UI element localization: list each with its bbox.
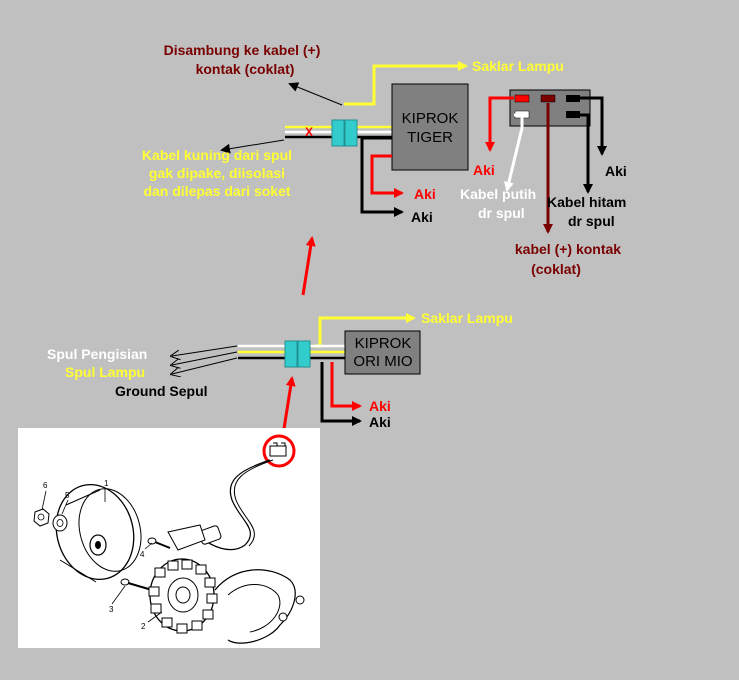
part-number-6: 6 bbox=[43, 481, 48, 490]
stator-drawing bbox=[148, 558, 218, 634]
arrow-spul-lampu bbox=[172, 351, 238, 365]
socket-pin-brown bbox=[540, 94, 556, 103]
wire-yellow-saklar bbox=[344, 61, 468, 106]
socket-pin-red bbox=[514, 94, 530, 103]
kiprok-tiger-line1: KIPROK bbox=[402, 110, 459, 127]
ground-sepul-label: Ground Sepul bbox=[115, 383, 208, 399]
top-section: Disambung ke kabel (+) kontak (coklat) S… bbox=[142, 42, 564, 225]
saklar-label-bottom: Saklar Lampu bbox=[421, 310, 513, 326]
kiprok-tiger-line2: TIGER bbox=[407, 129, 453, 146]
nut-drawing bbox=[33, 508, 50, 527]
part-number-4: 4 bbox=[140, 550, 145, 559]
socket-black-line1: Kabel hitam bbox=[547, 194, 626, 210]
saklar-label-top: Saklar Lampu bbox=[472, 58, 564, 74]
socket-section: Aki Kabel putih dr spul kabel (+) kontak… bbox=[460, 89, 627, 277]
socket-white-line1: Kabel putih bbox=[460, 186, 536, 202]
aki-red-label-top: Aki bbox=[414, 186, 436, 202]
spul-pengisian-label: Spul Pengisian bbox=[47, 346, 147, 362]
wire-black-aki-bottom bbox=[320, 362, 362, 426]
socket-wire-white bbox=[504, 113, 524, 192]
wire-red-aki-top bbox=[370, 154, 404, 198]
plug-highlight-circle bbox=[262, 434, 296, 468]
socket-aki-black-label: Aki bbox=[605, 163, 627, 179]
yellow-note-line2: gak dipake, diisolasi bbox=[149, 165, 285, 181]
stator-cable-outline bbox=[233, 459, 274, 547]
crankcase-inner bbox=[227, 584, 281, 633]
part-number-1: 1 bbox=[104, 479, 109, 488]
kiprok-mio-line1: KIPROK bbox=[355, 335, 412, 352]
aki-black-label-top: Aki bbox=[411, 209, 433, 225]
connector-right-bottom bbox=[297, 340, 311, 368]
plug-icon bbox=[269, 442, 287, 457]
part-number-5: 5 bbox=[65, 491, 70, 500]
connector-right-top bbox=[344, 119, 358, 147]
connect-note-line1: Disambung ke kabel (+) bbox=[164, 42, 321, 58]
screw-drawing bbox=[120, 537, 171, 591]
bottom-section: Saklar Lampu KIPROK ORI MIO Spul Pengisi… bbox=[47, 310, 513, 436]
part-number-3: 3 bbox=[109, 605, 114, 614]
socket-wire-black-spul bbox=[580, 113, 593, 194]
upgrade-arrow bbox=[301, 236, 316, 296]
connect-note-line2: kontak (coklat) bbox=[196, 61, 295, 77]
aki-black-label-bottom: Aki bbox=[369, 414, 391, 430]
aki-red-label-bottom: Aki bbox=[369, 398, 391, 414]
socket-black-line2: dr spul bbox=[568, 213, 615, 229]
flywheel-drawing bbox=[55, 483, 142, 583]
socket-pin-black-1 bbox=[566, 95, 580, 102]
kiprok-tiger-box bbox=[391, 83, 469, 171]
yellow-note-line3: dan dilepas dari soket bbox=[143, 183, 290, 199]
socket-wire-red bbox=[485, 96, 514, 152]
kiprok-mio-box bbox=[344, 330, 421, 375]
parts-drawing: 1 2 3 4 5 6 bbox=[18, 428, 320, 648]
socket-wire-black-aki bbox=[580, 96, 607, 156]
socket-brown-line1: kabel (+) kontak bbox=[515, 241, 621, 257]
connector-left-top bbox=[331, 119, 345, 147]
arrow-spul-pengisian bbox=[172, 345, 238, 356]
part-number-2: 2 bbox=[141, 622, 146, 631]
connector-left-bottom bbox=[284, 340, 298, 368]
kiprok-mio-line2: ORI MIO bbox=[353, 353, 412, 370]
socket-brown-line2: (coklat) bbox=[531, 261, 581, 277]
socket-aki-red-label: Aki bbox=[473, 162, 495, 178]
socket-white-line2: dr spul bbox=[478, 205, 525, 221]
wire-black-aki-top bbox=[360, 136, 404, 217]
wire-red-aki-bottom bbox=[330, 362, 362, 411]
connect-note-arrow bbox=[288, 82, 343, 106]
cut-mark: X bbox=[305, 125, 313, 139]
spul-lampu-label: Spul Lampu bbox=[65, 364, 145, 380]
stator-cable bbox=[199, 459, 271, 551]
plug-arrow bbox=[281, 376, 296, 436]
crankcase-outline bbox=[214, 569, 296, 644]
arrow-ground bbox=[172, 357, 238, 374]
part-leader-lines bbox=[41, 489, 163, 623]
yellow-note-arrow bbox=[220, 139, 285, 154]
yellow-note-line1: Kabel kuning dari spul bbox=[142, 147, 292, 163]
socket-pin-black-2 bbox=[566, 111, 580, 118]
pickup-coil-drawing bbox=[167, 524, 206, 551]
